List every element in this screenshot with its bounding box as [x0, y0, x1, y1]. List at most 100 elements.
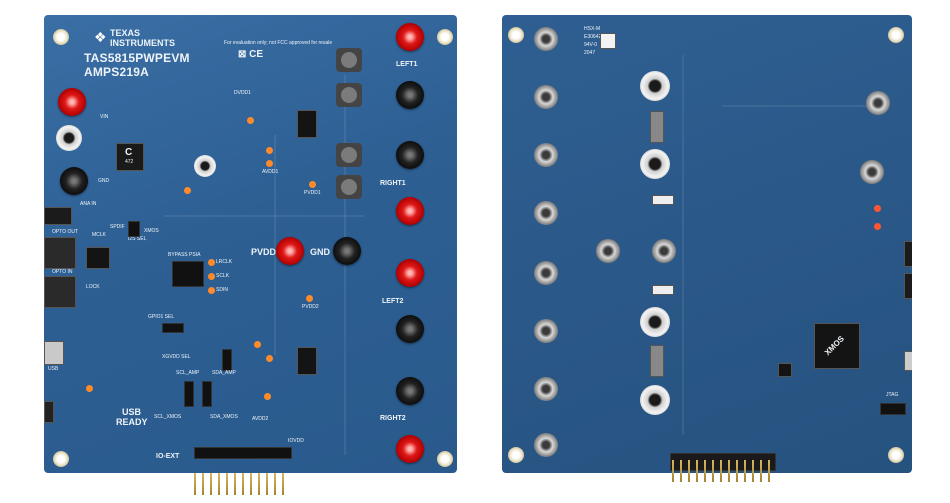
gpio1-jumper[interactable] — [162, 323, 184, 333]
switch — [44, 401, 54, 423]
iovdd-label: IOVDD — [288, 438, 304, 444]
test-point — [208, 259, 215, 266]
pvdd1-label: PVDD1 — [304, 190, 321, 196]
sda-xmos-label: SDA_XMOS — [210, 414, 238, 420]
terminal-stud — [534, 85, 558, 109]
right2-plus-terminal — [396, 435, 424, 463]
capacitor — [56, 125, 82, 151]
model-label: TAS5815PWPEVM — [84, 51, 190, 65]
hsx-label: HSX-M — [584, 26, 601, 32]
electrolytic-capacitor — [640, 149, 670, 179]
io-ext-header — [194, 447, 292, 459]
mounting-hole — [437, 451, 453, 467]
terminal-stud — [534, 201, 558, 225]
gnd-terminal-black — [60, 167, 88, 195]
amplifier-ic-top — [297, 110, 317, 138]
back-header-pins — [672, 460, 782, 490]
ana-in-label: ANA IN — [80, 201, 97, 207]
vin-terminal-red — [58, 88, 86, 116]
mounting-hole — [53, 29, 69, 45]
mclk-label: MCLK — [92, 232, 106, 238]
scl-jumper[interactable] — [184, 381, 194, 407]
sclk-label: SCLK — [216, 273, 230, 279]
left1-minus-terminal — [396, 81, 424, 109]
left1-label: LEFT1 — [396, 61, 418, 68]
ce-mark-icon: ⊠ CE — [238, 49, 264, 60]
led — [874, 205, 881, 212]
rating-label: 94V-0 — [584, 42, 598, 48]
sdin-label: SDIN — [216, 287, 228, 293]
sda-amp-label: SDA_AMP — [212, 370, 236, 376]
inductor-ic: C 472 — [116, 143, 144, 171]
terminal-stud — [534, 27, 558, 51]
xmos-processor-chip: XMOS — [814, 323, 860, 369]
brand-line2: INSTRUMENTS — [110, 38, 175, 48]
terminal-stud — [534, 319, 558, 343]
dvdd1-label: DVDD1 — [234, 90, 251, 96]
opto-in-label: OPTO IN — [52, 269, 73, 275]
i2s-sel-label: I2S SEL — [128, 236, 147, 242]
avdd1-label: AVDD1 — [262, 169, 279, 175]
scl-amp-label: SCL_AMP — [176, 370, 200, 376]
right2-minus-terminal — [396, 377, 424, 405]
lrclk-label: LRCLK — [216, 259, 233, 265]
electrolytic-capacitor — [640, 71, 670, 101]
mounting-hole — [888, 27, 904, 43]
right1-plus-terminal — [396, 197, 424, 225]
gnd-center-label: GND — [310, 247, 330, 257]
spdif-receiver-ic — [86, 247, 110, 269]
pvdd-label: PVDD — [251, 247, 277, 257]
xgvdd-jumper[interactable] — [222, 349, 232, 371]
usb-label: USB — [48, 366, 59, 372]
right2-label: RIGHT2 — [380, 415, 406, 422]
mounting-hole — [53, 451, 69, 467]
terminal-stud — [652, 239, 676, 263]
front-board-photo: ❖ TEXAS INSTRUMENTS TAS5815PWPEVM AMPS21… — [44, 15, 457, 473]
sda-jumper[interactable] — [202, 381, 212, 407]
xmos-label: XMOS — [144, 228, 159, 234]
test-point — [254, 341, 261, 348]
left1-plus-terminal — [396, 23, 424, 51]
back-board-photo: HSX-M E306424 94V-0 2047 XMOS JTAG — [502, 15, 912, 473]
terminal-stud — [860, 160, 884, 184]
electrolytic-capacitor — [640, 307, 670, 337]
i2s-sel-jumper[interactable] — [128, 221, 140, 237]
vin-label: VIN — [100, 114, 109, 120]
terminal-stud — [534, 433, 558, 457]
right1-label: RIGHT1 — [380, 180, 406, 187]
capacitor — [194, 155, 216, 177]
mounting-hole — [437, 29, 453, 45]
spdif-label: SPDIF — [110, 224, 125, 230]
usb-label-large: USB — [122, 407, 142, 417]
test-point — [86, 385, 93, 392]
connector-edge — [904, 273, 912, 299]
terminal-stud — [866, 91, 890, 115]
terminal-stud — [534, 261, 558, 285]
analog-input-jack — [44, 207, 72, 225]
optical-output-port — [44, 237, 76, 269]
bypass-jumper[interactable] — [172, 261, 204, 287]
bypass-psia-label: BYPASS PSIA — [168, 252, 201, 258]
rev-label: 2047 — [584, 50, 596, 56]
test-point — [208, 287, 215, 294]
left2-minus-terminal — [396, 315, 424, 343]
left2-label: LEFT2 — [382, 298, 404, 305]
jtag-header — [880, 403, 906, 415]
fcc-notice: For evaluation only; not FCC approved fo… — [224, 40, 333, 46]
gnd-center-terminal — [333, 237, 361, 265]
led — [874, 223, 881, 230]
ready-label: READY — [116, 417, 148, 427]
electrolytic-capacitor — [640, 385, 670, 415]
terminal-stud — [596, 239, 620, 263]
inductor — [336, 83, 362, 107]
lock-label: LOCK — [86, 284, 100, 290]
mounting-hole — [508, 447, 524, 463]
connector-edge — [904, 241, 912, 267]
front-header-pins — [194, 473, 294, 503]
mounting-hole — [508, 27, 524, 43]
qr-code-icon — [600, 33, 616, 49]
inductor — [336, 143, 362, 167]
small-component — [652, 195, 674, 205]
jtag-label: JTAG — [886, 392, 899, 398]
small-component — [652, 285, 674, 295]
